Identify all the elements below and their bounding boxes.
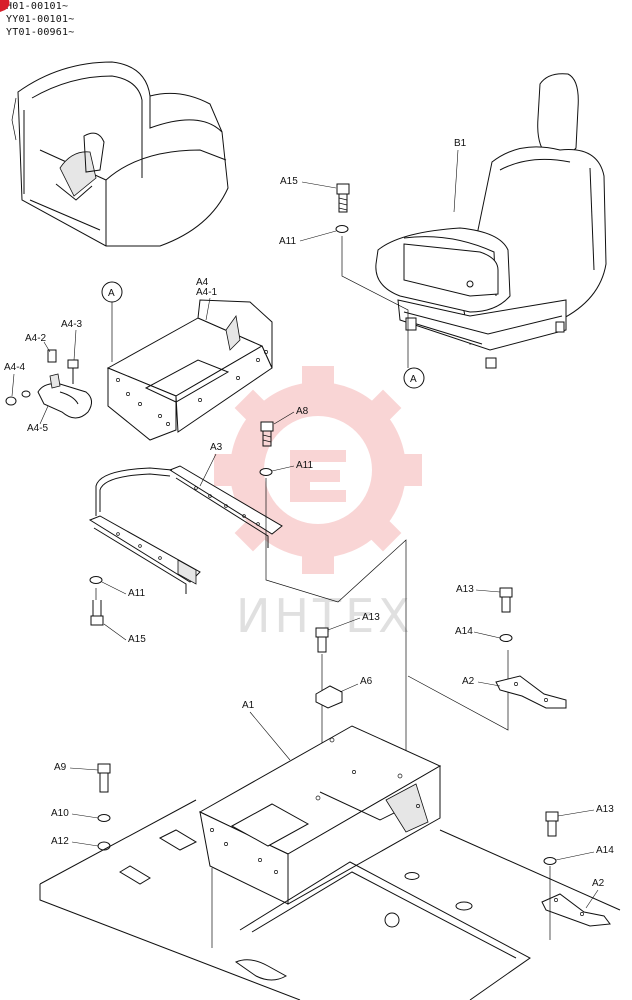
label-a4-3: A4-3 [61,319,83,330]
bolt-a15-low [90,600,104,626]
callout-a-right [403,367,425,389]
seat-frame-a1: A1 [198,700,442,905]
plate-a2-bottom-right [541,893,611,927]
label-a4-1: A4-1 [196,287,218,298]
label-a13-bottom-right: A13 [596,804,614,815]
slide-rail-a3: A3 [88,442,283,594]
label-a2-right: A2 [462,676,475,687]
washer-a4-4 [5,396,17,406]
pin-a4-2 [47,349,57,363]
washer-a11-mid [259,468,273,476]
washer-a14-right [499,634,513,642]
callout-a-left-text: A [108,288,115,299]
bolt-a8 [260,421,274,447]
nut-a4-small [21,390,31,398]
watermark: ИНТЕХ [214,366,422,643]
label-a14-bottom-right: A14 [596,845,614,856]
screw-a4-3 [67,359,79,384]
washer-a14-bottom-right [543,857,557,865]
bolt-a13-mid [315,627,329,653]
label-a12: A12 [51,836,69,847]
label-a9: A9 [54,762,67,773]
label-a4-4: A4-4 [4,362,26,373]
cab-floor-plate [39,799,621,1000]
label-a13-mid: A13 [362,612,380,623]
serial-code-2: YY01-00101~ [6,14,75,25]
bolt-a13-bottom-right [545,811,559,837]
bolt-a9 [97,763,111,793]
label-a1: A1 [242,700,255,711]
serial-code-1: H01-00101~ [6,1,69,12]
seat-bracket-a4: A4 A4-1 [106,277,273,441]
label-a2-bottom-right: A2 [592,878,605,889]
label-a13-right: A13 [456,584,474,595]
washer-a11-top [335,225,349,233]
label-a8: A8 [296,406,309,417]
nut-a12 [97,841,111,851]
label-b1: B1 [454,138,467,149]
label-a11-mid: A11 [296,460,313,471]
washer-a11-low [89,576,103,584]
seat-assembly-b1: B1 [375,73,607,369]
block-a6 [315,685,343,709]
label-a6: A6 [360,676,373,687]
label-a11-top: A11 [279,236,296,247]
bolt-a13-right [499,587,513,613]
label-a4-2: A4-2 [25,333,47,344]
cab-inset-illustration [11,61,229,247]
bolt-a15-top [336,183,350,213]
label-a15-low: A15 [128,634,146,645]
label-a11-low: A11 [128,588,145,599]
lever-a4-5 [37,373,92,419]
plate-a2-right [495,675,567,709]
label-a10: A10 [51,808,69,819]
label-a14-right: A14 [455,626,473,637]
callout-a-right-text: A [410,374,417,385]
corner-marker [0,0,10,12]
label-a4-5: A4-5 [27,423,49,434]
label-a15-top: A15 [280,176,298,187]
watermark-gear-icon [214,366,422,574]
washer-a10 [97,814,111,822]
serial-code-3: YT01-00961~ [6,27,75,38]
label-a4: A4 [196,277,209,288]
label-a3: A3 [210,442,223,453]
